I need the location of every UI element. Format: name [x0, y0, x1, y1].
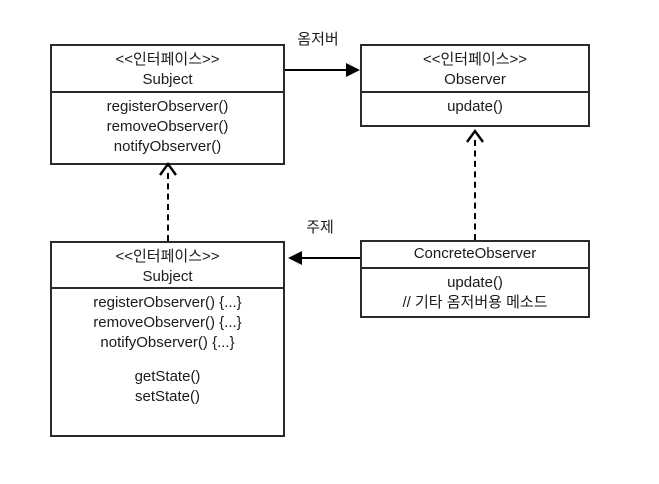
uml-stereotype: <<인터페이스>>: [115, 248, 220, 265]
uml-member: update(): [447, 274, 503, 291]
uml-class-header: ConcreteObserver: [362, 242, 588, 269]
uml-member: // 기타 옴저버용 메소드: [402, 294, 548, 312]
uml-member: notifyObserver() {...}: [100, 334, 235, 352]
uml-member: setState(): [134, 388, 201, 406]
uml-stereotype: <<인터페이스>>: [422, 51, 528, 68]
uml-class-name: Subject: [142, 267, 193, 285]
uml-class-members: registerObserver() removeObserver() noti…: [52, 93, 283, 163]
uml-stereotype: <<인터페이스>>: [115, 51, 220, 68]
uml-member: notifyObserver(): [113, 138, 222, 156]
uml-class-observer-interface[interactable]: <<인터페이스>> Observer update(): [360, 44, 590, 127]
edge-line-concrete-observer-realization: [474, 140, 476, 240]
uml-member: update(): [447, 98, 503, 115]
uml-class-members: update(): [362, 93, 588, 123]
uml-class-name: ConcreteObserver: [413, 245, 537, 262]
uml-class-members: registerObserver() {...} removeObserver(…: [52, 289, 283, 413]
arrowhead-left-icon: [288, 251, 302, 265]
uml-class-header: <<인터페이스>> Subject: [52, 46, 283, 93]
uml-member-spacer: [58, 353, 277, 367]
uml-member: getState(): [134, 368, 201, 386]
uml-member: registerObserver(): [106, 98, 229, 115]
uml-class-concrete-observer[interactable]: ConcreteObserver update() // 기타 옴저버용 메소드: [360, 240, 590, 318]
edge-line-subject-to-observer: [285, 69, 349, 71]
arrowhead-realization-up-icon: [159, 161, 177, 176]
edge-label-observer: 옴저버: [297, 31, 339, 48]
uml-class-subject-interface[interactable]: <<인터페이스>> Subject registerObserver() rem…: [50, 44, 285, 165]
uml-class-header: <<인터페이스>> Observer: [362, 46, 588, 93]
arrowhead-right-icon: [346, 63, 360, 77]
uml-class-header: <<인터페이스>> Subject: [52, 243, 283, 289]
uml-member: registerObserver() {...}: [93, 294, 242, 311]
edge-line-concrete-subject-realization: [167, 173, 169, 241]
uml-member: removeObserver(): [106, 118, 229, 136]
uml-class-name: Subject: [142, 70, 193, 88]
edge-line-concrete-observer-to-subject: [297, 257, 360, 259]
arrowhead-realization-up-icon: [466, 128, 484, 143]
edge-label-subject: 주제: [306, 219, 334, 236]
uml-class-concrete-subject[interactable]: <<인터페이스>> Subject registerObserver() {..…: [50, 241, 285, 437]
uml-member: removeObserver() {...}: [93, 314, 242, 332]
uml-class-name: Observer: [444, 70, 506, 88]
uml-class-members: update() // 기타 옴저버용 메소드: [362, 269, 588, 319]
